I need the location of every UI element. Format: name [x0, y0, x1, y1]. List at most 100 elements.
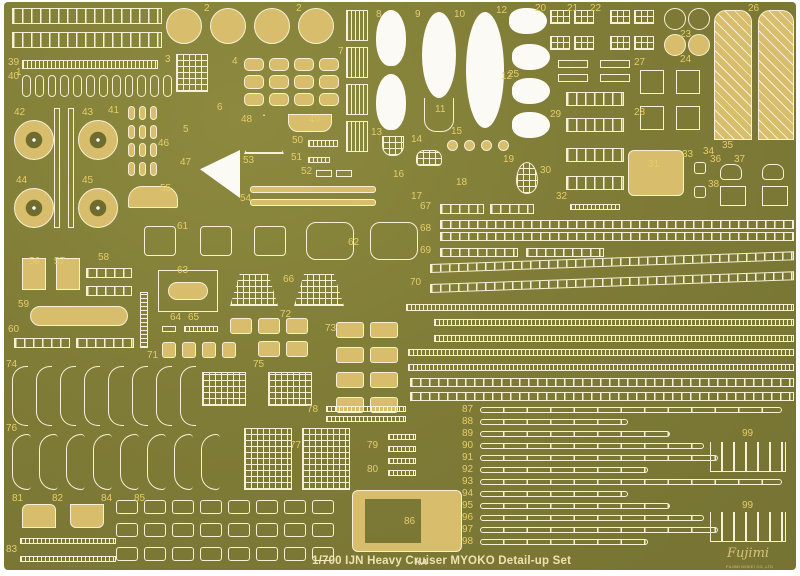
part-61-c [254, 226, 286, 256]
part-25-d [600, 74, 630, 82]
part-9-canopy [422, 12, 456, 98]
part-81 [22, 504, 56, 528]
part-number-66: 66 [283, 274, 295, 285]
part-number-34: 34 [703, 146, 715, 157]
rail-87 [480, 407, 782, 413]
part-22b [634, 10, 654, 24]
part-2-hatch-b [254, 8, 290, 44]
part-number-54: 54 [240, 193, 252, 204]
part-number-13: 13 [371, 127, 383, 138]
part-68-a [440, 220, 794, 229]
rail-88 [480, 419, 628, 425]
part-number-97: 97 [462, 524, 474, 535]
part-3-grid [176, 54, 208, 92]
part-79-a [388, 434, 416, 440]
part-31-plate [628, 150, 684, 196]
rail-98 [480, 539, 648, 545]
fujimi-logo: Fujimi [727, 546, 770, 561]
part-number-16: 16 [393, 169, 405, 180]
part-83-b [20, 556, 116, 562]
part-65 [184, 326, 218, 332]
part-79-b [388, 446, 416, 452]
part-23-ring-b [688, 8, 710, 30]
part-1-strip-a [12, 8, 162, 24]
part-number-36: 36 [710, 154, 722, 165]
rail-long-7 [410, 392, 794, 401]
part-number-2: 2 [296, 3, 302, 14]
part-number-27: 27 [634, 57, 646, 68]
part-number-23: 23 [680, 29, 692, 40]
part-number-73: 73 [325, 323, 337, 334]
part-43-disc [78, 120, 118, 160]
part-number-72: 72 [280, 309, 292, 320]
part-28-a [640, 106, 664, 130]
part-number-68: 68 [420, 223, 432, 234]
rail-94 [480, 491, 628, 497]
part-77-a [244, 428, 292, 490]
part-number-85: 85 [134, 493, 146, 504]
part-83-a [20, 538, 116, 544]
part-74-davits [12, 366, 202, 426]
part-number-17: 17 [411, 191, 423, 202]
part-number-20: 20 [535, 3, 547, 14]
part-8-windshield [376, 10, 406, 66]
part-3-hatch [166, 8, 202, 44]
part-number-95: 95 [462, 500, 474, 511]
part-15-d [498, 140, 509, 151]
part-number-22: 22 [590, 3, 602, 14]
part-14 [416, 150, 442, 166]
part-number-6: 6 [217, 102, 223, 113]
part-72-block [230, 318, 312, 358]
rail-long-4 [408, 349, 794, 356]
part-29-a [566, 92, 624, 106]
part-number-4: 4 [232, 56, 238, 67]
part-75-a [202, 372, 246, 406]
part-11-frame [424, 98, 454, 132]
part-12-shield-a [509, 8, 547, 34]
part-number-39: 39 [8, 57, 20, 68]
part-47-fan [200, 150, 240, 198]
part-number-37: 37 [734, 154, 746, 165]
part-number-53: 53 [243, 155, 255, 166]
part-86-frame [352, 490, 462, 552]
rail-long-2 [434, 319, 794, 326]
part-number-32: 32 [556, 191, 568, 202]
fret-title: 1/700 IJN Heavy Cruiser MYOKO Detail-up … [312, 555, 572, 567]
part-42-disc [14, 120, 54, 160]
part-number-55: 55 [160, 183, 172, 194]
part-number-82: 82 [52, 493, 64, 504]
part-61-a [144, 226, 176, 256]
fujimi-subtext: FUJIMI MOKEI CO.,LTD [726, 565, 774, 569]
part-number-40: 40 [8, 71, 20, 82]
part-22c [610, 36, 630, 50]
part-number-99: 99 [742, 428, 754, 439]
part-42-bar-b [68, 108, 74, 228]
rail-95 [480, 503, 670, 509]
rail-89 [480, 431, 670, 437]
part-number-41: 41 [108, 105, 120, 116]
part-15-b [464, 140, 475, 151]
part-55-cradle [128, 186, 178, 208]
part-number-69: 69 [420, 245, 432, 256]
part-number-30: 30 [540, 165, 552, 176]
part-number-52: 52 [301, 166, 313, 177]
part-76-davits [12, 434, 232, 490]
part-number-15: 15 [451, 126, 463, 137]
part-number-12: 12 [501, 71, 513, 82]
part-number-81: 81 [12, 493, 24, 504]
part-32 [570, 204, 620, 210]
part-67-a [440, 204, 484, 214]
part-30-a [566, 148, 624, 162]
part-26-crane-a [714, 10, 752, 140]
part-number-62: 62 [348, 237, 360, 248]
part-21b [574, 36, 594, 50]
part-number-78: 78 [307, 404, 319, 415]
rail-90 [480, 443, 704, 449]
part-number-67: 67 [420, 201, 432, 212]
part-22d [634, 36, 654, 50]
part-52-b [336, 170, 352, 177]
part-33-b [694, 186, 706, 198]
part-63 [168, 282, 208, 300]
part-number-70: 70 [410, 277, 422, 288]
part-number-75: 75 [253, 359, 265, 370]
